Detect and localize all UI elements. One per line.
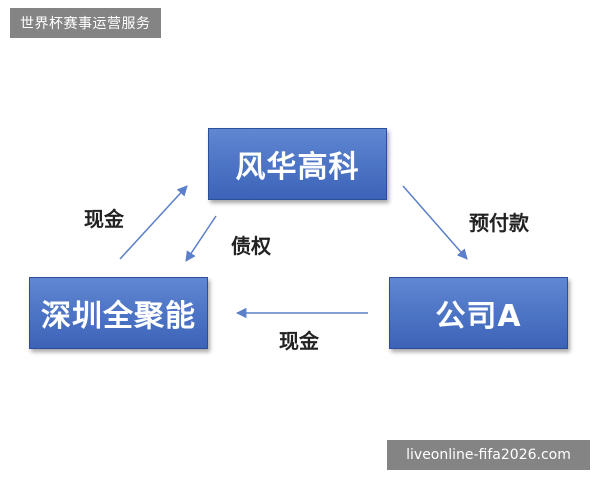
arrow-prepay-to-right	[402, 185, 468, 260]
arrow-debt-to-left	[185, 215, 217, 262]
edge-label-prepay: 预付款	[469, 211, 529, 235]
watermark-url: liveonline-fifa2026.com	[387, 440, 590, 470]
edge-label-debt: 债权	[231, 234, 271, 258]
edge-label-cash-left: 现金	[84, 207, 124, 231]
arrow-cash-to-top	[119, 185, 188, 260]
node-company-a: 公司A	[389, 277, 568, 349]
node-shenzhen-quanjuneng: 深圳全聚能	[29, 277, 208, 349]
edge-label-cash-bottom: 现金	[279, 329, 319, 353]
header-tag: 世界杯赛事运营服务	[10, 8, 161, 38]
node-fenghua-gaoke: 风华高科	[208, 128, 387, 200]
